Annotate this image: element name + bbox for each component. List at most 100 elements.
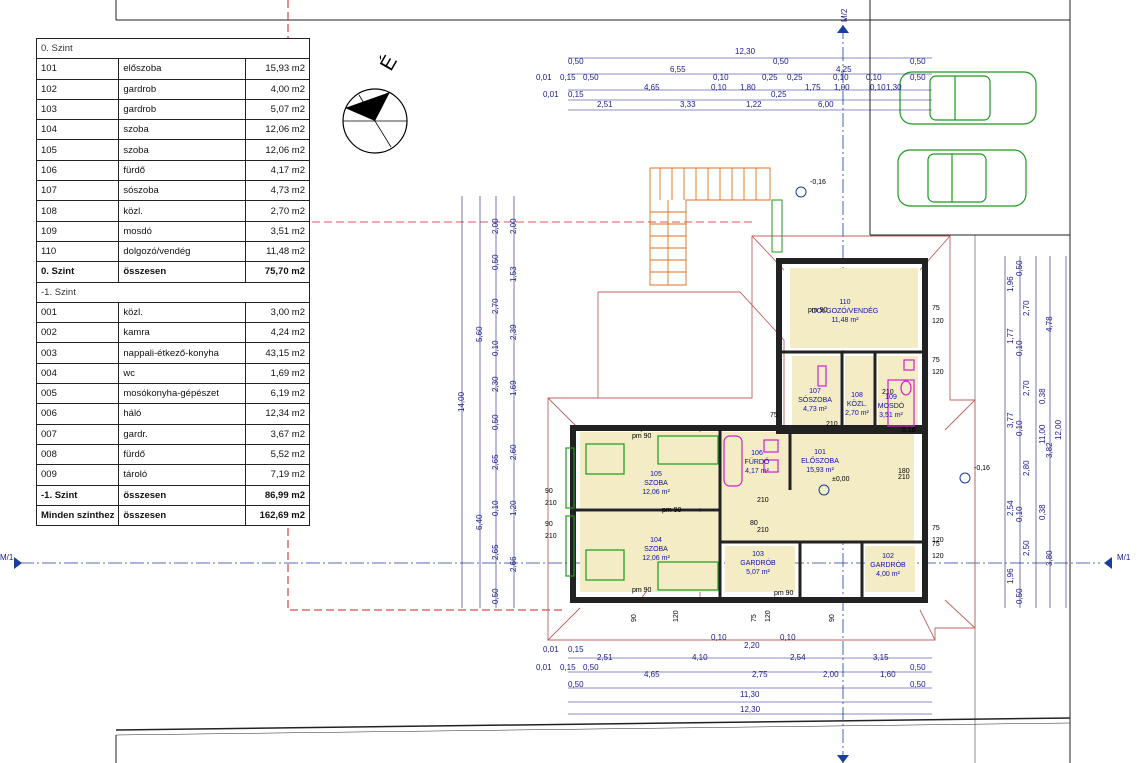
svg-text:210: 210 (826, 421, 838, 428)
table-section-header: 0. Szint (36, 37, 310, 60)
room-110-area: 11,48 m² (831, 317, 859, 324)
svg-text:0,01: 0,01 (536, 663, 552, 672)
svg-text:0,50: 0,50 (583, 73, 599, 82)
svg-text:0,01: 0,01 (543, 645, 559, 654)
level-right-ext: -0,16 (974, 465, 990, 472)
svg-text:2,54: 2,54 (1006, 500, 1015, 516)
level-left-ext: -0,16 (810, 179, 826, 186)
room-labels: 110 DOLGOZÓ/VENDÉG 11,48 m² 107 SÓSZOBA … (642, 299, 906, 578)
svg-text:3,15: 3,15 (873, 653, 889, 662)
svg-text:0,10: 0,10 (491, 340, 500, 356)
svg-text:0,50: 0,50 (568, 57, 584, 66)
svg-text:120: 120 (932, 537, 944, 544)
svg-text:2,54: 2,54 (790, 653, 806, 662)
stair-outline (649, 167, 771, 286)
svg-text:1,20: 1,20 (509, 500, 518, 516)
svg-text:0,50: 0,50 (1015, 588, 1024, 604)
svg-text:0,50: 0,50 (910, 680, 926, 689)
svg-text:0,50: 0,50 (491, 414, 500, 430)
svg-text:6,00: 6,00 (818, 100, 834, 109)
svg-text:3,33: 3,33 (680, 100, 696, 109)
walls (570, 258, 928, 603)
room-107-area: 4,73 m² (803, 406, 827, 413)
axis-marker (837, 25, 849, 33)
svg-text:0,10: 0,10 (1015, 420, 1024, 436)
svg-text:0,15: 0,15 (568, 645, 584, 654)
svg-text:1,69: 1,69 (509, 380, 518, 396)
svg-text:0,25: 0,25 (787, 73, 803, 82)
room-104-name: SZOBA (644, 546, 668, 553)
dimension-labels-bottom: 0,01 0,15 0,10 0,10 2,51 4,10 2,20 2,54 … (536, 633, 926, 714)
svg-text:3,80: 3,80 (1045, 550, 1054, 566)
svg-text:210: 210 (898, 474, 910, 481)
room-108-num: 108 (851, 392, 863, 399)
svg-text:pm 90: pm 90 (632, 587, 652, 594)
room-101-name: ELŐSZOBA (801, 456, 839, 465)
svg-text:4,10: 4,10 (692, 653, 708, 662)
door-marks: 75 120 75 120 75 120 75 120 90 210 90 21… (545, 305, 944, 622)
svg-text:75: 75 (932, 541, 940, 548)
svg-text:120: 120 (932, 553, 944, 560)
svg-text:0,25: 0,25 (771, 90, 787, 99)
room-106-num: 106 (751, 450, 763, 457)
room-105-name: SZOBA (644, 480, 668, 487)
svg-text:pm 90: pm 90 (774, 590, 794, 597)
svg-text:12,30: 12,30 (735, 47, 756, 56)
furniture (565, 435, 719, 591)
svg-text:2,39: 2,39 (509, 324, 518, 340)
dimensions-right (1004, 256, 1067, 608)
room-106-name: FÜRDŐ (745, 457, 770, 466)
svg-text:80: 80 (750, 520, 758, 527)
svg-text:4,65: 4,65 (644, 670, 660, 679)
table-section-header: -1. Szint (36, 281, 310, 303)
svg-text:0,01: 0,01 (543, 90, 559, 99)
svg-text:3,82: 3,82 (1045, 442, 1054, 458)
svg-text:75: 75 (770, 412, 778, 419)
room-108-area: 2,70 m² (845, 410, 869, 417)
svg-text:6,55: 6,55 (670, 65, 686, 74)
dimensions-left (461, 196, 515, 608)
svg-text:75: 75 (932, 305, 940, 312)
room-110-name: DOLGOZÓ/VENDÉG (812, 306, 879, 315)
svg-text:75: 75 (932, 357, 940, 364)
svg-text:2,51: 2,51 (597, 100, 613, 109)
room-104-num: 104 (650, 537, 662, 544)
svg-text:14,00: 14,00 (457, 391, 466, 412)
svg-text:0,50: 0,50 (910, 73, 926, 82)
svg-text:90: 90 (631, 614, 638, 622)
axis-label-m2: M/2 (840, 8, 849, 22)
svg-text:2,00: 2,00 (823, 670, 839, 679)
svg-text:0,50: 0,50 (910, 57, 926, 66)
svg-text:120: 120 (673, 610, 680, 622)
svg-text:90: 90 (829, 614, 836, 622)
room-105-area: 12,06 m² (642, 489, 670, 496)
svg-text:1,22: 1,22 (746, 100, 762, 109)
svg-text:2,65: 2,65 (491, 454, 500, 470)
car-icon (897, 71, 1037, 207)
svg-text:0,15: 0,15 (560, 73, 576, 82)
svg-text:5,60: 5,60 (475, 326, 484, 342)
svg-text:1,96: 1,96 (1006, 276, 1015, 292)
svg-text:1,00: 1,00 (834, 83, 850, 92)
svg-text:120: 120 (765, 610, 772, 622)
room-108-name: KÖZL. (847, 400, 867, 408)
svg-text:2,51: 2,51 (597, 653, 613, 662)
svg-text:0,01: 0,01 (536, 73, 552, 82)
svg-text:4,65: 4,65 (644, 83, 660, 92)
svg-text:1,60: 1,60 (880, 670, 896, 679)
